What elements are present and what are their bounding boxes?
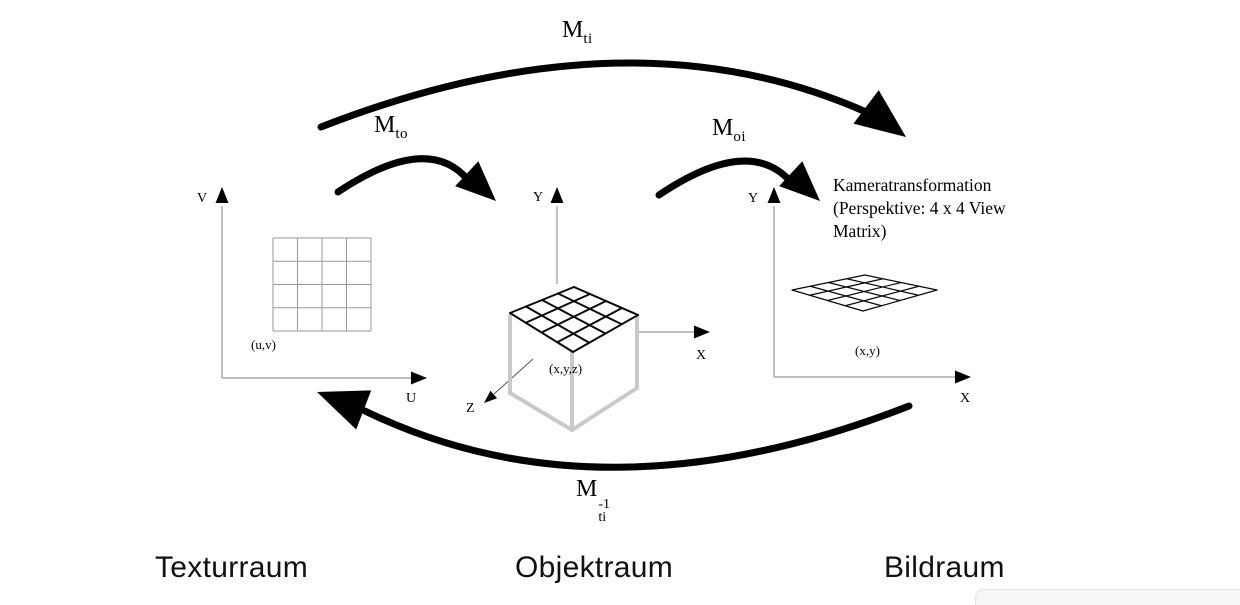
label-m-ti: Mti	[562, 17, 593, 47]
image-x-axis-arrowhead-icon	[955, 370, 971, 384]
texture-v-axis	[215, 187, 229, 378]
arrow-m-to	[334, 155, 496, 201]
arrow-m-ti-arrowhead-icon	[853, 90, 906, 137]
texture-u-axis	[222, 371, 427, 385]
object-x-axis-arrowhead-icon	[694, 325, 710, 339]
arrow-m-ti-inverse-arrowhead-icon	[317, 390, 372, 430]
texture-v-axis-arrowhead-icon	[215, 187, 229, 203]
image-y-axis	[767, 187, 781, 377]
arrow-m-to-arrowhead-icon	[455, 161, 496, 201]
arrow-m-oi	[655, 157, 820, 201]
arrow-m-oi-arrowhead-icon	[779, 161, 820, 201]
texture-u-axis-arrowhead-icon	[411, 371, 427, 385]
object-y-axis-arrowhead-icon	[550, 187, 564, 203]
object-top-mesh	[509, 286, 639, 353]
texture-u-axis-label: U	[406, 391, 417, 406]
object-x-axis	[637, 325, 710, 339]
image-space-title: Bildraum	[884, 551, 1005, 584]
camera-note-line2: (Perspektive: 4 x 4 View	[833, 198, 1006, 218]
object-space-title: Objektraum	[515, 551, 674, 584]
image-x-axis	[774, 370, 971, 384]
object-y-axis-label: Y	[533, 190, 544, 205]
texture-space-title: Texturraum	[155, 551, 309, 584]
object-z-axis	[484, 358, 534, 403]
image-plane-mesh	[791, 274, 938, 312]
arrow-m-ti-inverse	[317, 390, 913, 471]
image-y-axis-arrowhead-icon	[767, 187, 781, 203]
image-point-label: (x,y)	[855, 343, 880, 358]
label-m-to: Mto	[374, 112, 409, 142]
image-y-axis-label: Y	[748, 191, 759, 206]
image-x-axis-label: X	[960, 391, 971, 406]
camera-note-line1: Kameratransformation	[833, 175, 992, 195]
object-y-axis	[550, 187, 564, 284]
texture-point-label: (u,v)	[251, 337, 276, 352]
bottom-right-overlay	[975, 589, 1240, 605]
object-point-label: (x,y,z)	[549, 361, 583, 376]
object-cube	[508, 314, 639, 432]
arrow-m-ti	[317, 59, 906, 137]
camera-note-line3: Matrix)	[833, 221, 887, 241]
texture-v-axis-label: V	[197, 191, 208, 206]
camera-transformation-note: Kameratransformation (Perspektive: 4 x 4…	[833, 174, 1006, 243]
object-z-axis-label: Z	[466, 401, 475, 416]
texture-grid	[272, 237, 372, 332]
object-x-axis-label: X	[696, 348, 707, 363]
object-z-axis-arrowhead-icon	[484, 390, 498, 403]
label-m-oi: Moi	[712, 115, 747, 145]
